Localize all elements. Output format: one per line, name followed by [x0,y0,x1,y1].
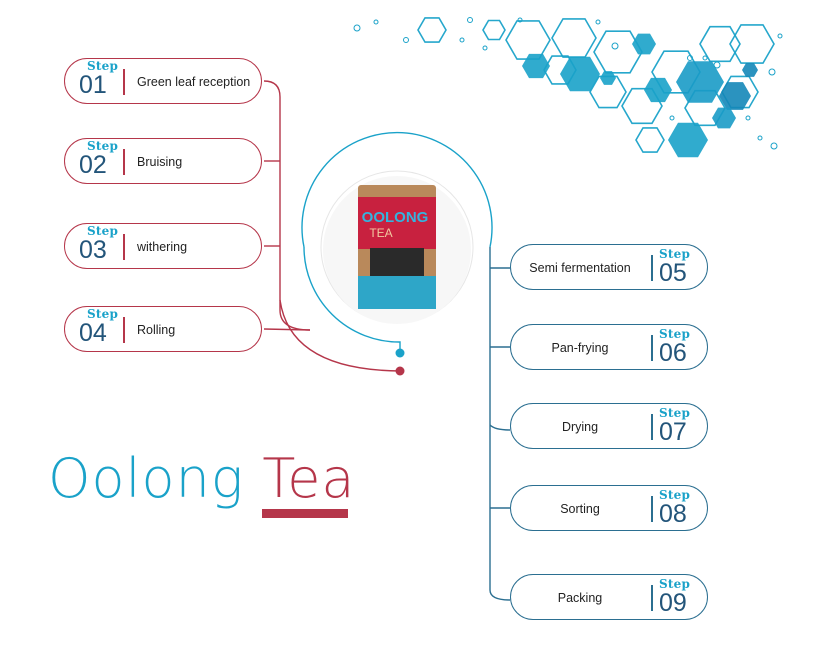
step-label: Sorting [560,502,600,516]
hexagon-shape [551,18,597,58]
hexagon-shape [505,20,551,60]
step-number: 01 [79,71,107,99]
package-text-1: OOLONG [362,209,429,226]
hexagon-shape [482,19,506,41]
step-label: withering [137,240,188,254]
step-word: Step [659,488,691,502]
dot-decoration [777,33,783,39]
hexagon-shape [699,25,741,63]
dot-decoration [611,42,619,50]
dot-decoration [517,17,523,23]
title-word-2: Tea [262,447,356,510]
step-number: 07 [659,418,687,446]
step-card-04: Step 04 Rolling [64,306,262,352]
hexagon-shape [635,127,665,153]
hexagon-shape [712,107,736,129]
product-photo: OOLONG TEA [320,170,474,324]
dot-decoration [687,55,693,61]
step-word: Step [87,307,119,321]
left-connectors [263,80,401,372]
step-card-06: Pan-frying Step 06 [510,324,708,370]
step-label: Bruising [137,155,183,169]
dot-decoration [757,135,763,141]
divider [123,234,125,260]
step-card-02: Step 02 Bruising [64,138,262,184]
step-word: Step [659,327,691,341]
package-text-2: TEA [369,226,392,240]
hexagon-shape [668,122,708,158]
step-word: Step [87,59,119,73]
step-card-08: Sorting Step 08 [510,485,708,531]
step-label: Drying [561,420,599,434]
divider [651,255,653,281]
step-card-09: Packing Step 09 [510,574,708,620]
red-node [395,366,405,376]
hexagon-shape [560,56,600,92]
dot-decoration [373,19,379,25]
hexagon-shape [593,30,643,74]
center-connector [301,131,493,352]
dot-decoration [669,115,675,121]
step-number: 04 [79,319,107,347]
title-underline [262,509,348,518]
hexagon-shape [522,53,550,79]
step-word: Step [659,406,691,420]
divider [651,585,653,611]
dot-decoration [768,68,776,76]
hexagon-shape [644,77,672,103]
hexagon-shape [742,63,758,77]
blue-node [395,348,405,358]
hexagon-shape [729,24,775,64]
step-number: 06 [659,339,687,367]
dot-decoration [595,19,601,25]
step-word: Step [659,577,691,591]
divider [123,69,125,95]
hexagon-shape [600,71,616,85]
step-card-01: Step 01 Green leaf reception [64,58,262,104]
step-number: 05 [659,259,687,287]
dot-decoration [770,142,778,150]
page-title: Oolong Tea [48,449,356,509]
right-connectors [489,247,511,601]
dot-decoration [713,61,721,69]
divider [651,496,653,522]
step-label: Pan-frying [551,341,609,355]
dot-decoration [467,17,473,23]
step-card-03: Step 03 withering [64,223,262,269]
dot-decoration [482,45,488,51]
hexagon-shape [632,33,656,55]
step-number: 08 [659,500,687,528]
dot-decoration [353,24,361,32]
hexagon-shape [417,17,447,43]
hexagon-decoration [353,17,783,158]
dot-decoration [702,55,708,61]
step-label: Rolling [137,323,176,337]
dot-decoration [745,115,751,121]
title-word-1: Oolong [48,447,245,510]
hexagon-shape [589,75,627,109]
hexagon-shape [676,61,724,103]
step-card-07: Drying Step 07 [510,403,708,449]
hexagon-shape [719,82,751,110]
step-card-05: Semi fermentation Step 05 [510,244,708,290]
step-label: Packing [557,591,603,605]
dot-decoration [459,37,465,43]
dot-decoration [403,37,409,43]
step-word: Step [87,224,119,238]
divider [651,414,653,440]
divider [123,149,125,175]
divider [123,317,125,343]
step-number: 09 [659,589,687,617]
step-label: Green leaf reception [137,75,251,89]
divider [651,335,653,361]
step-label: Semi fermentation [529,261,631,275]
step-number: 03 [79,236,107,264]
step-number: 02 [79,151,107,179]
step-word: Step [87,139,119,153]
step-word: Step [659,247,691,261]
